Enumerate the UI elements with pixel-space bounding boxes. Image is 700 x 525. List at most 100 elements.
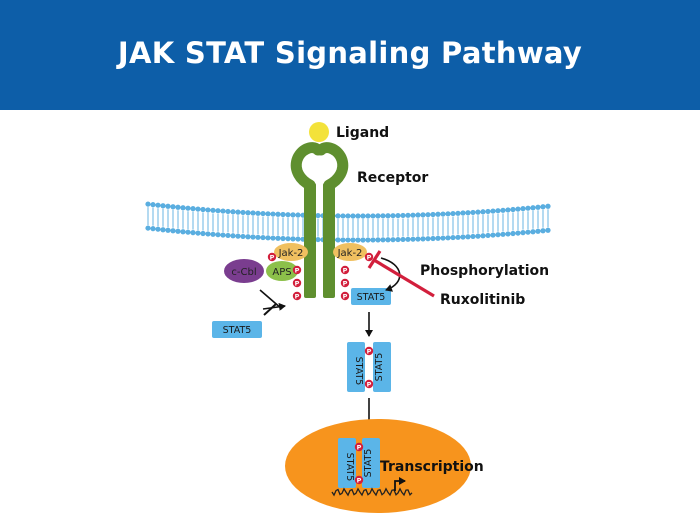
ccbl-inhibit-bar bbox=[263, 303, 277, 316]
c-cbl-label: c-Cbl bbox=[231, 267, 256, 278]
dimer-left bbox=[347, 342, 365, 392]
receptor-head-right bbox=[315, 142, 349, 191]
lipid-head bbox=[185, 205, 191, 211]
lipid-head bbox=[265, 235, 271, 241]
dimer-left-label: STAT5 bbox=[353, 357, 364, 386]
lipid-head bbox=[410, 236, 416, 242]
lipid-head bbox=[465, 210, 471, 216]
lipid-head bbox=[255, 210, 261, 216]
nuclear-stat5-dimer: STAT5 STAT5 P P bbox=[338, 438, 380, 488]
phospho-dot bbox=[292, 291, 302, 301]
ccbl-inhibition bbox=[259, 289, 286, 316]
lipid-head bbox=[145, 201, 151, 207]
dimer-right-label: STAT5 bbox=[374, 353, 385, 382]
nuc-dimer-left-label: STAT5 bbox=[344, 453, 355, 482]
lipid-head bbox=[485, 208, 491, 215]
lipid-head bbox=[250, 210, 256, 216]
lipid-head bbox=[445, 235, 451, 241]
lipid-head bbox=[290, 212, 296, 218]
lipid-head bbox=[515, 206, 521, 212]
lipid-head bbox=[270, 235, 276, 241]
lipid-head bbox=[250, 234, 256, 240]
lipid-head bbox=[230, 209, 236, 215]
lipid-head bbox=[345, 237, 351, 243]
phospho-label: P bbox=[343, 292, 348, 300]
lipid-head bbox=[535, 204, 541, 210]
lipid-head bbox=[535, 228, 541, 234]
phospho-sites: P P P P P P P P bbox=[267, 252, 374, 301]
phosphorylation-label: Phosphorylation bbox=[420, 263, 549, 279]
lipid-head bbox=[420, 236, 426, 242]
lipid-head bbox=[445, 211, 451, 217]
jak2-right bbox=[333, 243, 367, 261]
lipid-head bbox=[395, 236, 401, 243]
lipid-head bbox=[520, 230, 526, 236]
lipid-head bbox=[375, 237, 381, 243]
lipid-head bbox=[290, 236, 296, 242]
phospho-label: P bbox=[343, 279, 348, 287]
lipid-head bbox=[530, 205, 536, 211]
lipid-head bbox=[470, 209, 476, 216]
lipid-head bbox=[150, 202, 156, 208]
aps-label: APS bbox=[272, 267, 291, 278]
lipid-head bbox=[460, 234, 466, 240]
phospho-label: P bbox=[357, 443, 362, 451]
phospho-label: P bbox=[295, 279, 300, 287]
phospho-dot bbox=[340, 278, 350, 288]
lipid-head bbox=[175, 204, 181, 210]
lipid-head bbox=[210, 231, 216, 237]
lipid-head bbox=[160, 227, 166, 233]
nuc-dimer-left bbox=[338, 438, 356, 488]
lipid-head bbox=[285, 236, 291, 242]
stat5-bound-label: STAT5 bbox=[357, 292, 386, 303]
phospho-dot bbox=[267, 252, 277, 262]
header-bar bbox=[0, 0, 700, 110]
lipid-head bbox=[245, 234, 251, 240]
lipid-head bbox=[190, 206, 196, 212]
lipid-head bbox=[520, 206, 526, 212]
lipid-head bbox=[490, 232, 496, 238]
lipid-head bbox=[315, 236, 321, 243]
lipid-head bbox=[505, 231, 511, 237]
lipid-head bbox=[415, 212, 421, 218]
lipid-head bbox=[255, 234, 261, 240]
transcription-start-arrow bbox=[394, 477, 406, 491]
lipid-head bbox=[215, 208, 221, 214]
nuc-dimer-right bbox=[362, 438, 380, 488]
lipid-head bbox=[280, 211, 286, 218]
lipid-head bbox=[235, 233, 241, 239]
aps bbox=[266, 261, 298, 281]
lipid-head bbox=[450, 210, 456, 217]
phospho-dot bbox=[364, 346, 374, 356]
jak2-left bbox=[274, 243, 308, 261]
lipid-head bbox=[380, 237, 386, 243]
lipid-head bbox=[285, 212, 291, 218]
phospho-dot bbox=[292, 265, 302, 275]
lipid-head bbox=[435, 211, 441, 217]
lipid-head bbox=[350, 213, 356, 219]
lipid-head bbox=[360, 237, 366, 243]
lipid-head bbox=[195, 230, 201, 236]
phospho-dot bbox=[292, 278, 302, 288]
lipid-head bbox=[155, 202, 161, 208]
lipid-head bbox=[440, 211, 446, 217]
phospho-label: P bbox=[343, 266, 348, 274]
lipid-head bbox=[220, 232, 226, 238]
c-cbl bbox=[224, 259, 264, 283]
lipid-head bbox=[480, 209, 486, 215]
lipid-head bbox=[390, 213, 396, 219]
lipid-head bbox=[515, 230, 521, 236]
lipid-head bbox=[240, 209, 246, 216]
receptor bbox=[290, 142, 349, 298]
lipid-head bbox=[430, 211, 436, 218]
lipid-head bbox=[170, 204, 176, 210]
lipid-head bbox=[195, 206, 201, 212]
dimer-right bbox=[373, 342, 391, 392]
phospho-label: P bbox=[357, 476, 362, 484]
lipid-head bbox=[275, 235, 281, 241]
lipid-head bbox=[180, 229, 186, 235]
lipid-head bbox=[210, 207, 216, 213]
lipid-head bbox=[455, 210, 461, 216]
lipid-head bbox=[415, 236, 421, 242]
lipid-head bbox=[145, 225, 151, 231]
